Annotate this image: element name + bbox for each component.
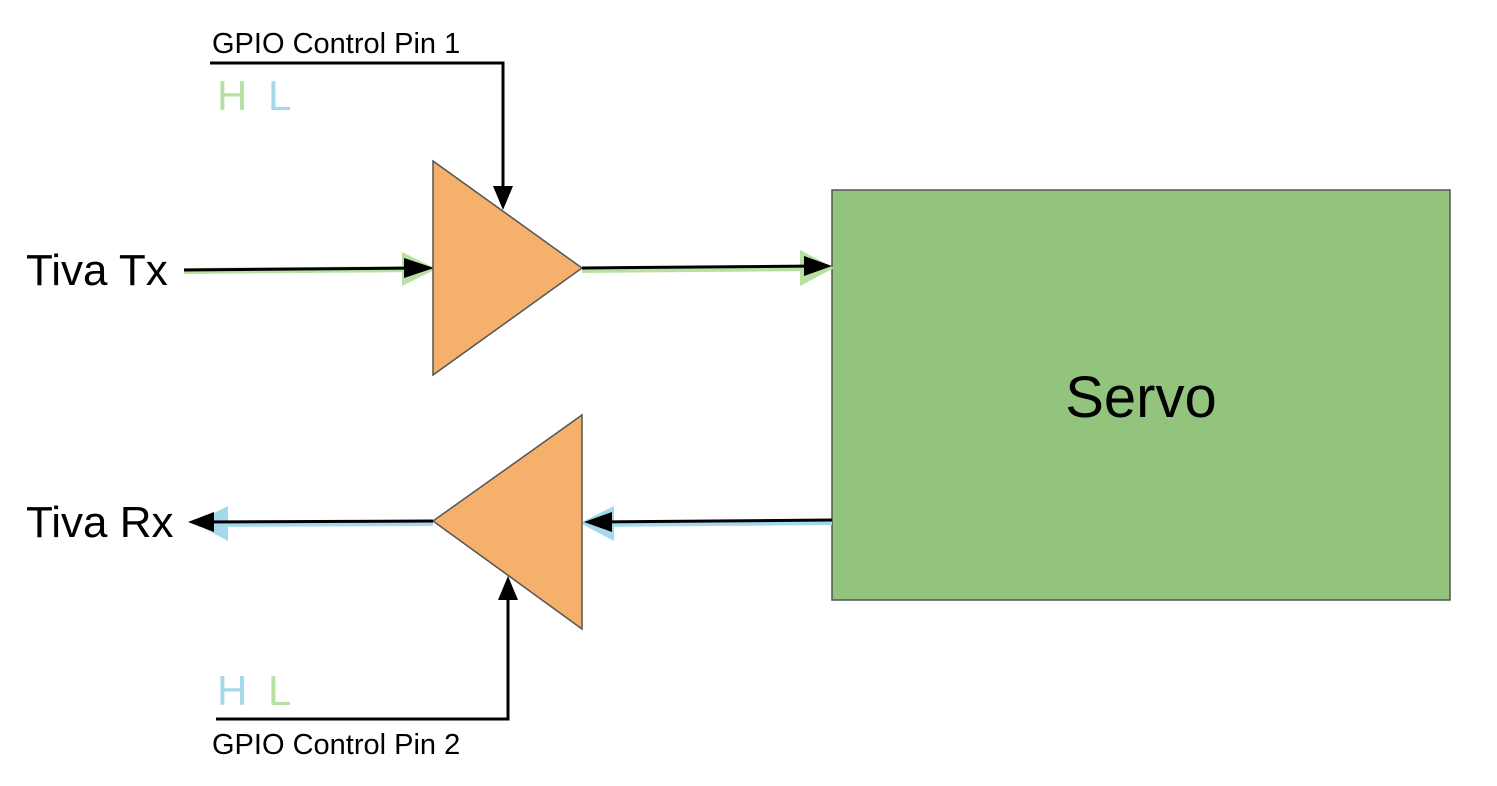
gpio-pin-1-wire — [210, 61, 505, 192]
servo-block — [831, 189, 1451, 601]
tx-input-arrowhead — [404, 258, 434, 278]
rx-output-arrowhead — [188, 512, 214, 532]
gpio-pin-2-label: GPIO Control Pin 2 — [212, 729, 460, 761]
rx-input-wire — [595, 518, 833, 524]
gpio-pin-2-arrowhead — [498, 576, 518, 600]
gpio-pin-1-low-label: L — [268, 72, 291, 119]
tiva-rx-label: Tiva Rx — [26, 498, 174, 547]
servo-label: Servo — [1065, 365, 1217, 430]
tiva-tx-label: Tiva Tx — [26, 246, 168, 295]
rx-input-arrowhead — [584, 512, 612, 532]
rx-output-highlight — [197, 520, 434, 527]
tx-input-wire — [183, 266, 423, 272]
tx-output-arrowhead — [804, 256, 832, 276]
tx-output-highlight — [581, 265, 819, 273]
rx-output-wire — [199, 519, 434, 524]
tx-output-wire — [581, 264, 821, 270]
gpio-pin-1-label: GPIO Control Pin 1 — [212, 28, 460, 60]
gpio-pin-1-high-label: H — [217, 72, 247, 119]
tx-buffer-triangle — [432, 159, 584, 377]
rx-input-highlight — [597, 519, 833, 527]
rx-buffer-triangle — [431, 413, 583, 631]
gpio-pin-2-low-label: L — [268, 667, 291, 714]
gpio-pin-2-high-label: H — [217, 667, 247, 714]
gpio-pin-2-wire — [216, 594, 510, 721]
gpio-pin-1-arrowhead — [493, 186, 513, 210]
